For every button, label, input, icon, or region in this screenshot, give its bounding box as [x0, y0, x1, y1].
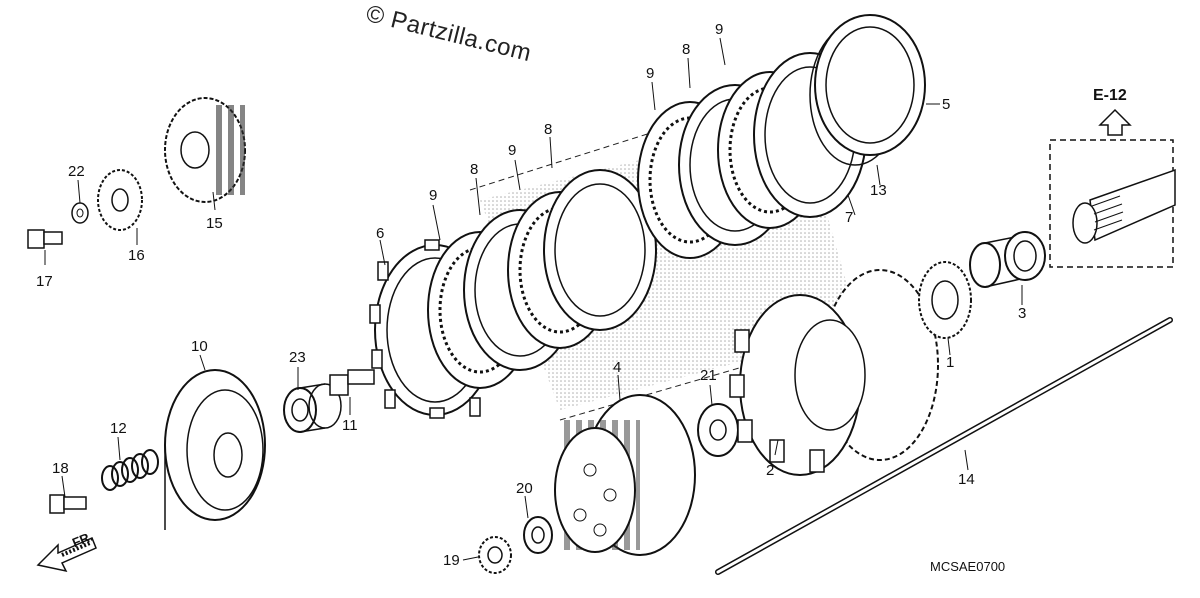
callout-9b[interactable]: 9 — [508, 142, 517, 159]
part-16-sprocket[interactable] — [97, 169, 143, 231]
up-arrow-icon — [1098, 108, 1132, 136]
part-20-washer[interactable] — [523, 516, 553, 554]
callout-17[interactable]: 17 — [36, 273, 53, 290]
part-17-bolt[interactable] — [27, 229, 63, 249]
part-8-friction-disc-2[interactable] — [543, 169, 657, 331]
callout-8b[interactable]: 8 — [544, 121, 553, 138]
front-arrow-icon — [36, 537, 97, 573]
callout-5[interactable]: 5 — [942, 96, 951, 113]
callout-16[interactable]: 16 — [128, 247, 145, 264]
part-1-oil-pump-drive-sprocket[interactable] — [918, 261, 972, 339]
callout-8a[interactable]: 8 — [470, 161, 479, 178]
part-15-primary-drive-gear[interactable] — [164, 97, 246, 203]
reference-label: E-12 — [1093, 87, 1127, 104]
part-11-lifter-piece[interactable] — [329, 369, 375, 396]
leader-lines — [44, 37, 1023, 561]
callout-21[interactable]: 21 — [700, 367, 717, 384]
callout-3[interactable]: 3 — [1018, 305, 1027, 322]
callout-12[interactable]: 12 — [110, 420, 127, 437]
callout-20[interactable]: 20 — [516, 480, 533, 497]
callout-23[interactable]: 23 — [289, 349, 306, 366]
part-4-clutch-center[interactable] — [554, 394, 696, 556]
part-14-push-rod[interactable] — [715, 317, 1173, 575]
callout-6[interactable]: 6 — [376, 225, 385, 242]
part-3-collar[interactable] — [969, 231, 1046, 288]
part-23-bearing[interactable] — [283, 383, 342, 433]
part-18-bolt[interactable] — [49, 494, 87, 514]
callout-10[interactable]: 10 — [191, 338, 208, 355]
callout-22[interactable]: 22 — [68, 163, 85, 180]
part-22-washer[interactable] — [71, 202, 89, 224]
callout-15[interactable]: 15 — [206, 215, 223, 232]
part-12-clutch-spring[interactable] — [101, 449, 159, 491]
callout-19[interactable]: 19 — [443, 552, 460, 569]
callout-18[interactable]: 18 — [52, 460, 69, 477]
callout-13[interactable]: 13 — [870, 182, 887, 199]
callout-9a[interactable]: 9 — [429, 187, 438, 204]
part-10-pressure-plate[interactable] — [164, 369, 266, 530]
callout-8c[interactable]: 8 — [682, 41, 691, 58]
callout-7[interactable]: 7 — [845, 209, 854, 226]
callout-14[interactable]: 14 — [958, 471, 975, 488]
callout-4[interactable]: 4 — [613, 359, 622, 376]
callout-9c[interactable]: 9 — [646, 65, 655, 82]
part-2-clutch-outer[interactable] — [729, 269, 939, 476]
part-5-seat-ring[interactable] — [814, 14, 926, 156]
part-21-washer[interactable] — [697, 403, 739, 457]
callout-11[interactable]: 11 — [342, 417, 358, 434]
callout-1[interactable]: 1 — [946, 354, 955, 371]
diagram-code: MCSAE0700 — [930, 559, 1006, 574]
callout-9d[interactable]: 9 — [715, 21, 724, 38]
callout-2[interactable]: 2 — [766, 462, 775, 479]
reference-box-e12[interactable] — [1049, 139, 1176, 268]
part-19-lock-nut[interactable] — [478, 536, 512, 574]
